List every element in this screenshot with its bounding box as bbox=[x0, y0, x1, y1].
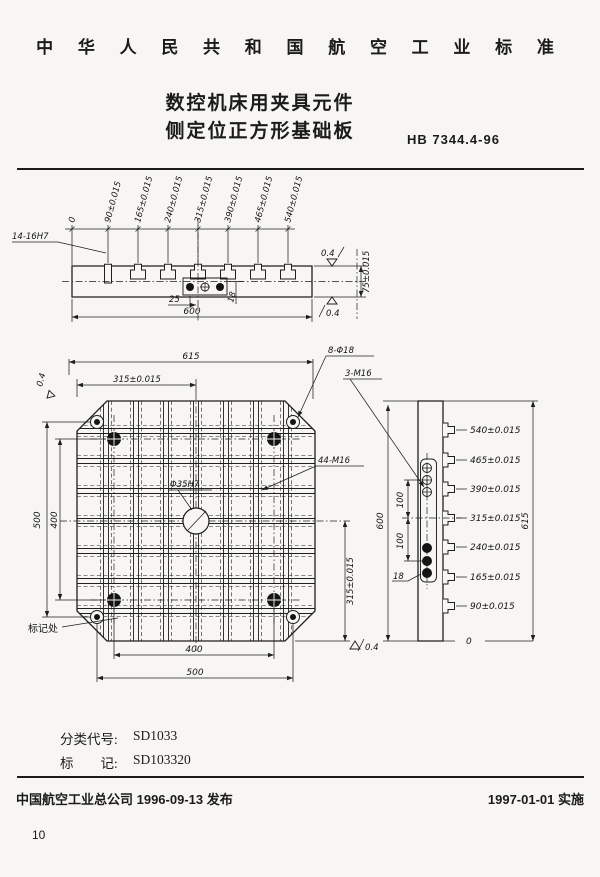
slot-position-dim: 315±0.015 bbox=[113, 375, 161, 385]
footer-rule bbox=[17, 776, 584, 778]
pocket-offset-dim: 25 bbox=[169, 295, 180, 305]
t-slot-tooth bbox=[443, 452, 455, 468]
slot-position-label: 315±0.015 bbox=[193, 175, 215, 224]
t-slot-section bbox=[250, 263, 266, 280]
t-slot-tooth bbox=[443, 481, 455, 497]
width-dim: 600 bbox=[183, 307, 200, 317]
classification-value: SD1033 bbox=[133, 728, 178, 743]
t-slot-section bbox=[130, 263, 146, 280]
dim-tick bbox=[105, 226, 111, 232]
implementation-date: 1997-01-01 实施 bbox=[487, 792, 584, 807]
hole-spacing-upper: 100 bbox=[396, 492, 406, 508]
t-slot-section bbox=[220, 263, 236, 280]
slot-position-label: 465±0.015 bbox=[253, 175, 275, 224]
slot-position-dimensions: 0 90±0.015 165±0.015 240±0.015 315±0.015 390±… bbox=[67, 175, 305, 265]
document-title-line1: 数控机床用夹具元件 bbox=[165, 93, 355, 114]
overall-width-dim: 615 bbox=[182, 352, 199, 362]
surface-triangle-icon bbox=[349, 640, 361, 650]
slot-position-labels: 540±0.015 465±0.015 390±0.015 315±0.015 240±… bbox=[456, 426, 521, 647]
marking-label: 标 记: bbox=[60, 756, 118, 771]
side-section-view: 100 100 18 600 615 540±0.015 465±0.015 390… bbox=[376, 400, 538, 647]
grid-holes-callout: 44-M16 bbox=[318, 456, 351, 466]
surface-triangle-icon bbox=[326, 258, 338, 267]
plan-view: 615 315±0.015 0.4 8-Φ18 3-M16 44-M16 Φ35… bbox=[28, 346, 425, 682]
dim-tick bbox=[135, 226, 141, 232]
header-rule bbox=[17, 168, 584, 170]
dim-tick bbox=[255, 226, 261, 232]
slot-position-label: 315±0.015 bbox=[470, 514, 521, 524]
dim-tick bbox=[69, 226, 75, 232]
center-hole-callout: Φ35H7 bbox=[170, 480, 200, 490]
classification-label: 分类代号: bbox=[60, 732, 118, 747]
slot-position-label: 0 bbox=[67, 216, 78, 224]
side-filled-holes bbox=[422, 543, 432, 578]
t-slot-section bbox=[190, 263, 206, 280]
t-slot-tooth bbox=[443, 598, 455, 614]
slot-position-label: 240±0.015 bbox=[163, 175, 185, 224]
plain-slot bbox=[104, 263, 112, 284]
center-pocket bbox=[182, 277, 228, 296]
surface-finish-bottom-right: 0.4 bbox=[365, 643, 379, 653]
publisher-line: 中国航空工业总公司 1996-09-13 发布 bbox=[16, 792, 233, 807]
slot-position-label: 390±0.015 bbox=[470, 485, 521, 495]
hole-offset-dim: 18 bbox=[393, 572, 404, 582]
slot-position-label: 0 bbox=[466, 637, 472, 647]
surface-triangle-icon bbox=[326, 296, 338, 305]
t-slot-section bbox=[280, 263, 296, 280]
mark-location-label: 标记处 bbox=[28, 623, 58, 635]
slot-position-label: 90±0.015 bbox=[470, 602, 515, 612]
t-slot-sections bbox=[130, 263, 296, 280]
right-position-dim: 315±0.015 bbox=[346, 557, 356, 605]
plate-outline bbox=[76, 400, 316, 642]
slot-position-label: 465±0.015 bbox=[470, 456, 521, 466]
slot-position-label: 540±0.015 bbox=[470, 426, 521, 436]
side-elevation-view: 0 90±0.015 165±0.015 240±0.015 315±0.015 390±… bbox=[12, 175, 372, 322]
slot-spec-label: 14-16H7 bbox=[12, 232, 49, 242]
slot-position-label: 165±0.015 bbox=[470, 573, 521, 583]
dim-tick bbox=[285, 226, 291, 232]
marking-value: SD103320 bbox=[133, 752, 191, 767]
surface-finish-bottom: 0.4 bbox=[326, 309, 340, 319]
side-height-dim: 600 bbox=[376, 512, 386, 529]
hole-spacing-lower: 100 bbox=[396, 533, 406, 549]
side-holes-callout: 3-M16 bbox=[345, 369, 372, 379]
slot-position-label: 90±0.015 bbox=[103, 180, 124, 223]
inner-span-dim: 400 bbox=[50, 511, 60, 528]
slot-position-label: 165±0.015 bbox=[133, 175, 155, 224]
surface-finish-left: 0.4 bbox=[35, 372, 48, 388]
surface-finish-top: 0.4 bbox=[321, 249, 335, 259]
corner-holes bbox=[90, 415, 300, 624]
standard-number: HB 7344.4-96 bbox=[407, 132, 500, 147]
technical-drawing: 0 90±0.015 165±0.015 240±0.015 315±0.015 390±… bbox=[12, 175, 538, 682]
t-slot-tooth bbox=[443, 539, 455, 555]
inner-holes bbox=[106, 431, 282, 608]
document-title-line2: 侧定位正方形基础板 bbox=[165, 121, 355, 142]
standard-org-title: 中 华 人 民 共 和 国 航 空 工 业 标 准 bbox=[36, 38, 564, 57]
section-body bbox=[417, 400, 444, 642]
surface-triangle-icon bbox=[46, 389, 56, 399]
slot-position-label: 240±0.015 bbox=[470, 543, 521, 553]
dim-tick bbox=[165, 226, 171, 232]
bottom-outer-dim: 500 bbox=[186, 668, 203, 678]
outer-span-dim: 500 bbox=[33, 511, 43, 528]
t-slot-tooth bbox=[443, 569, 455, 585]
slot-position-label: 390±0.015 bbox=[223, 175, 245, 224]
side-threaded-holes bbox=[422, 463, 432, 497]
side-overall-dim: 615 bbox=[521, 512, 531, 529]
slot-position-label: 540±0.015 bbox=[283, 175, 305, 224]
bottom-inner-dim: 400 bbox=[185, 645, 202, 655]
t-slot-section bbox=[160, 263, 176, 280]
pocket-depth-dim: 18 bbox=[226, 290, 239, 304]
corner-holes-callout: 8-Φ18 bbox=[328, 346, 355, 356]
page-number: 10 bbox=[32, 828, 46, 842]
dim-tick bbox=[195, 226, 201, 232]
t-slot-tooth bbox=[443, 422, 455, 438]
thickness-dim: 75±0.015 bbox=[362, 251, 372, 293]
hole-pocket bbox=[420, 458, 437, 583]
dim-tick bbox=[225, 226, 231, 232]
t-slot-teeth bbox=[443, 422, 455, 614]
